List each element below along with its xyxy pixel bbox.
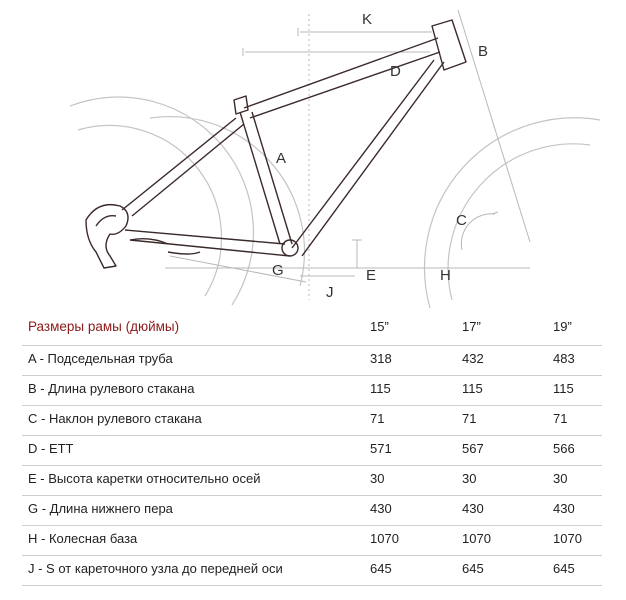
dim-label-j: J — [326, 284, 334, 301]
table-row: E - Высота каретки относительно осей 30 … — [22, 465, 602, 496]
size-header: 19” — [553, 319, 572, 334]
row-value: 30 — [553, 471, 568, 486]
table-row: C - Наклон рулевого стакана 71 71 71 — [22, 405, 602, 436]
dim-label-c: C — [456, 212, 467, 229]
bike-frame — [85, 19, 467, 269]
dim-label-d: D — [390, 63, 401, 80]
table-title: Размеры рамы (дюймы) — [28, 319, 180, 334]
row-value: 645 — [370, 561, 392, 576]
row-value: 115 — [553, 381, 574, 396]
row-value: 71 — [462, 411, 477, 426]
row-label: A - Подседельная труба — [28, 351, 173, 366]
table-row: J - S от кареточного узла до передней ос… — [22, 555, 602, 586]
row-value: 566 — [553, 441, 575, 456]
row-value: 483 — [553, 351, 575, 366]
row-value: 318 — [370, 351, 392, 366]
row-label: E - Высота каретки относительно осей — [28, 471, 261, 486]
row-value: 1070 — [553, 531, 582, 546]
size-header: 17” — [462, 319, 481, 334]
dim-label-b: B — [478, 43, 488, 60]
row-label: G - Длина нижнего пера — [28, 501, 173, 516]
row-value: 30 — [462, 471, 477, 486]
row-value: 645 — [553, 561, 575, 576]
row-label: C - Наклон рулевого стакана — [28, 411, 202, 426]
row-value: 71 — [553, 411, 568, 426]
row-label: B - Длина рулевого стакана — [28, 381, 195, 396]
dim-label-k: K — [362, 11, 372, 28]
row-value: 1070 — [370, 531, 399, 546]
row-value: 115 — [462, 381, 483, 396]
row-value: 567 — [462, 441, 484, 456]
row-value: 430 — [553, 501, 575, 516]
row-value: 30 — [370, 471, 385, 486]
front-wheel — [423, 117, 601, 309]
dim-label-e: E — [366, 267, 376, 284]
frame-geometry-diagram: K B D A C G E H J — [69, 9, 601, 309]
dimension-guides — [165, 9, 531, 300]
size-header: 15” — [370, 319, 389, 334]
row-label: D - ETT — [28, 441, 74, 456]
row-value: 115 — [370, 381, 391, 396]
table-header-row: Размеры рамы (дюймы) 15” 17” 19” — [22, 315, 602, 346]
row-value: 430 — [370, 501, 392, 516]
table-row: D - ETT 571 567 566 — [22, 435, 602, 466]
dim-label-g: G — [272, 262, 284, 279]
rear-wheel — [69, 96, 306, 306]
dim-label-h: H — [440, 267, 451, 284]
dim-label-a: A — [276, 150, 286, 167]
table-row: H - Колесная база 1070 1070 1070 — [22, 525, 602, 556]
row-label: J - S от кареточного узла до передней ос… — [28, 561, 283, 576]
row-value: 1070 — [462, 531, 491, 546]
row-value: 432 — [462, 351, 484, 366]
row-value: 645 — [462, 561, 484, 576]
row-value: 571 — [370, 441, 392, 456]
row-value: 71 — [370, 411, 385, 426]
table-row: A - Подседельная труба 318 432 483 — [22, 345, 602, 376]
table-row: G - Длина нижнего пера 430 430 430 — [22, 495, 602, 526]
table-row: B - Длина рулевого стакана 115 115 115 — [22, 375, 602, 406]
row-label: H - Колесная база — [28, 531, 138, 546]
row-value: 430 — [462, 501, 484, 516]
